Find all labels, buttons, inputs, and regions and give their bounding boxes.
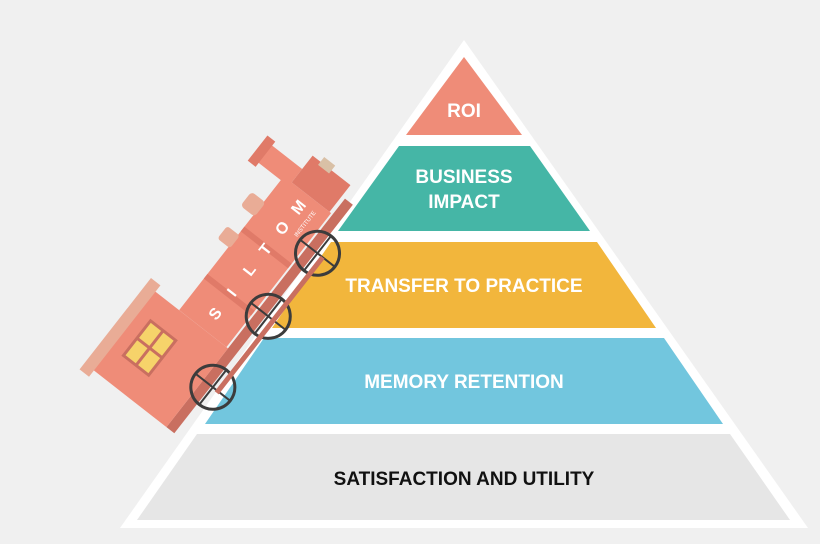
train-cab-window-divider-h	[134, 329, 165, 367]
pyramid-level-memory-retention: MEMORY RETENTION	[205, 338, 723, 424]
memory-retention-label: MEMORY RETENTION	[364, 372, 564, 393]
train-underframe	[166, 198, 353, 434]
train-boiler	[179, 176, 332, 348]
pyramid-level-satisfaction-and-utility: SATISFACTION AND UTILITY	[137, 434, 790, 520]
train-boiler-band-2	[240, 226, 292, 269]
train-dome-2	[218, 227, 239, 248]
train-wheel-2	[244, 292, 292, 340]
train-illustration: S I L T O M INSTITUTE	[79, 135, 353, 434]
train-lamp	[318, 156, 336, 174]
roi-band	[406, 57, 522, 135]
transfer-to-practice-label: TRANSFER TO PRACTICE	[345, 276, 582, 297]
business-impact-label-line1: BUSINESS	[415, 167, 512, 188]
train-wheel-1	[189, 363, 237, 411]
train-cab-roof	[79, 278, 161, 377]
business-impact-band	[338, 146, 590, 231]
pyramid-level-roi: ROI	[406, 57, 522, 135]
train-coupling-rod	[214, 255, 325, 395]
pyramid-level-transfer-to-practice: TRANSFER TO PRACTICE	[272, 242, 656, 328]
train-boiler-band-1	[203, 273, 255, 316]
train-smokestack-cap	[247, 135, 276, 167]
transfer-to-practice-band	[272, 242, 656, 328]
train-smokestack	[257, 144, 303, 187]
satisfaction-and-utility-band	[137, 434, 790, 520]
memory-retention-band	[205, 338, 723, 424]
train-front	[291, 155, 351, 212]
train-wheel-3	[294, 229, 342, 277]
roi-label: ROI	[447, 101, 481, 122]
pyramid-level-business-impact: BUSINESS IMPACT	[338, 146, 590, 231]
business-impact-label-line2: IMPACT	[428, 192, 500, 213]
train-dome-1	[242, 193, 265, 216]
satisfaction-and-utility-label: SATISFACTION AND UTILITY	[334, 469, 595, 490]
